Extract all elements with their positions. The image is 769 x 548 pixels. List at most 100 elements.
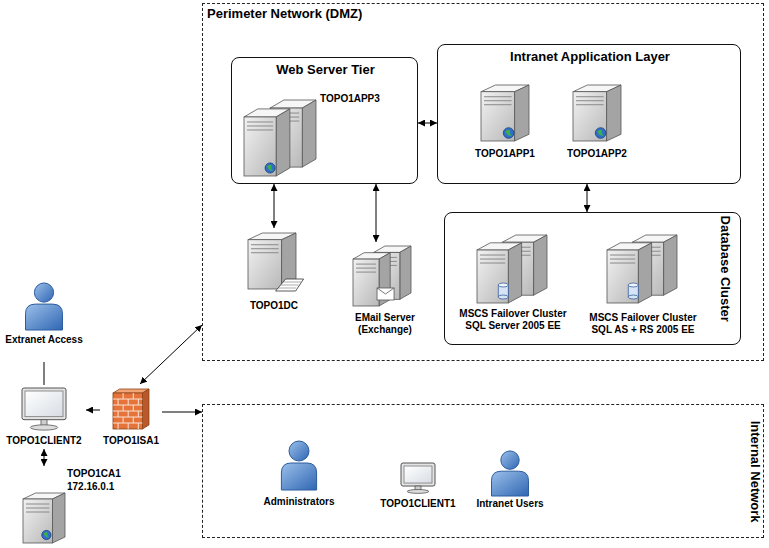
region-boundary: Administrators TOPO1CLIENT1Intranet Users…: [202, 404, 764, 538]
drive-slot: [610, 255, 635, 256]
mortar-joint: [118, 399, 119, 405]
monitor-icon: [400, 462, 436, 494]
server-front: [23, 499, 52, 543]
globe-badge: [265, 163, 275, 173]
server-front: [248, 240, 282, 289]
server-side: [302, 100, 316, 167]
icon-group: [492, 451, 529, 496]
group-label: Internal Network: [747, 412, 762, 532]
group-label: Web Server Tier: [232, 62, 419, 77]
server-side: [276, 109, 290, 176]
drive-slot: [484, 96, 512, 97]
drive-slot: [356, 264, 376, 265]
drive-slot: [610, 259, 635, 260]
connector-arrow: [86, 410, 100, 411]
drive-slot: [356, 272, 376, 273]
server-side: [664, 235, 677, 295]
node-label: Extranet Access: [2, 334, 86, 346]
monitor-icon: [21, 387, 67, 431]
client-node: TOPO1CLIENT2: [2, 385, 86, 449]
firewall-icon: [112, 388, 150, 430]
mortar-joint: [133, 417, 134, 423]
keyboard-row: [281, 285, 299, 286]
monitor-base: [30, 425, 58, 430]
drive-slot: [251, 248, 279, 249]
drive-slot: [251, 244, 279, 245]
monitor-base: [407, 490, 429, 494]
cluster-box: MSCS Failover Cluster SQL Server 2005 EE…: [444, 212, 741, 345]
group-label: Database Cluster: [717, 214, 732, 324]
firewall-front: [113, 393, 142, 429]
monitor-frame: [401, 463, 435, 486]
drive-slot: [610, 263, 635, 264]
cluster-node: MSCS Failover Cluster SQL AS + RS 2005 E…: [580, 230, 706, 340]
mortar-joint: [128, 411, 129, 417]
drive-slot: [480, 263, 505, 264]
connector-arrow: [44, 362, 45, 385]
globe-badge: [595, 128, 606, 139]
server-node: TOPO1APP2: [558, 80, 636, 168]
drive-slot: [576, 96, 604, 97]
node-label: MSCS Failover Cluster SQL Server 2005 EE: [448, 308, 578, 332]
user-node: Intranet Users: [474, 448, 546, 526]
server-node: EMail Server (Exchange): [338, 242, 432, 340]
keyboard: [276, 279, 304, 291]
mortar-joint: [138, 399, 139, 405]
drive-slot: [26, 512, 49, 513]
server-front: [607, 250, 638, 303]
node-label: Intranet Users: [474, 498, 546, 510]
envelope-badge: [377, 288, 394, 300]
globe-badge: [42, 530, 51, 539]
globe-land: [505, 130, 511, 136]
drive-slot: [247, 129, 273, 130]
tier-box: TOPO1APP3 Web Server Tier: [231, 57, 418, 184]
region-boundary: TOPO1APP3 Web Server TierTOPO1APP1 TOPO1AP…: [202, 3, 764, 361]
user-node: Extranet Access: [2, 280, 86, 362]
drive-slot: [26, 508, 49, 509]
server-node: TOPO1APP3: [240, 90, 410, 180]
drive-slot: [26, 504, 49, 505]
monitor-screen: [404, 466, 432, 483]
person-head: [501, 451, 519, 469]
icon-group: [26, 283, 63, 330]
node-label: Administrators: [256, 496, 342, 508]
server-icon: [572, 84, 622, 142]
monitor-screen: [25, 391, 63, 417]
mortar-joint: [123, 405, 124, 411]
database-badge-bottom: [628, 295, 638, 299]
mortar-joint: [138, 411, 139, 417]
drive-slot: [247, 125, 273, 126]
server-side: [534, 235, 547, 295]
firewall-node: TOPO1ISA1: [100, 384, 162, 450]
connector-arrow: [587, 184, 588, 212]
node-label: TOPO1APP2: [558, 148, 636, 160]
server2-icon: [606, 234, 678, 304]
server-node: TOPO1CA1172.16.0.1: [5, 466, 117, 546]
server2-icon: [243, 99, 317, 177]
node-label: TOPO1CA1: [67, 468, 117, 480]
server-icon: [22, 492, 66, 544]
user-node: Administrators: [256, 438, 342, 512]
server-side: [638, 243, 651, 303]
icon-group: [23, 493, 65, 543]
node-label: TOPO1APP3: [320, 93, 408, 105]
mortar-joint: [118, 423, 119, 429]
client-node: TOPO1CLIENT1: [376, 462, 460, 512]
node-label: TOPO1APP1: [466, 148, 544, 160]
server-icon: [480, 84, 530, 142]
icon-group: [113, 389, 149, 429]
server-node: TOPO1APP1: [466, 80, 544, 168]
keyboard-row: [278, 288, 296, 289]
database-badge-bottom: [498, 295, 508, 299]
server-front: [353, 259, 379, 306]
server-side: [607, 85, 621, 141]
database-badge-top: [628, 283, 638, 287]
icon-group: [481, 85, 529, 141]
connector-arrow: [162, 412, 202, 413]
drive-slot: [484, 104, 512, 105]
mortar-joint: [118, 411, 119, 417]
server-front: [481, 92, 515, 141]
server-side: [515, 85, 529, 141]
tier-box: TOPO1APP1TOPO1APP2Intranet Application L…: [437, 44, 741, 184]
